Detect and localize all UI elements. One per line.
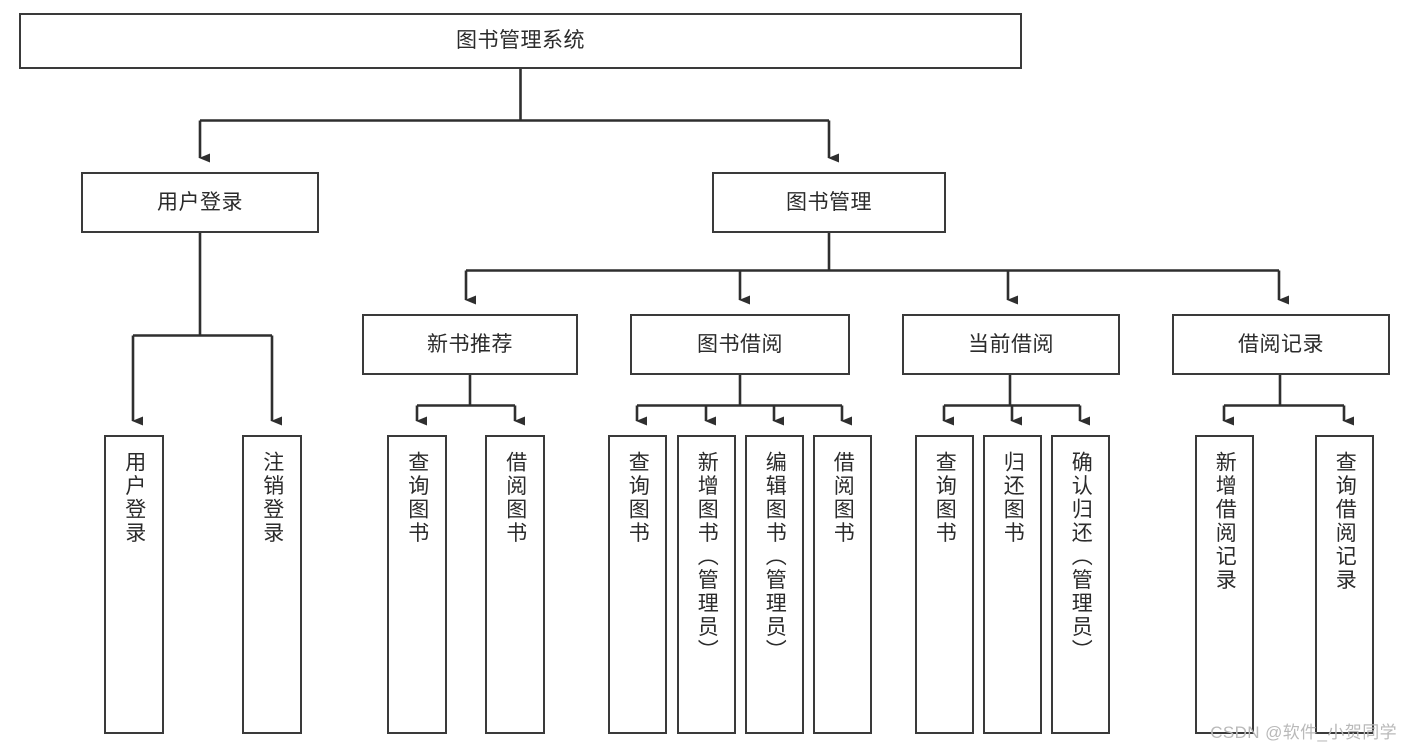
node-leaf-edit-book-label: 编辑图书（管理员） bbox=[763, 451, 787, 663]
node-leaf-return-book[interactable]: 归还图书 bbox=[983, 435, 1042, 734]
node-book-borrow[interactable]: 图书借阅 bbox=[630, 314, 850, 375]
node-leaf-query-book-current[interactable]: 查询图书 bbox=[915, 435, 974, 734]
node-leaf-add-borrow-record-label: 新增借阅记录 bbox=[1213, 451, 1237, 592]
node-user-login-label: 用户登录 bbox=[157, 190, 243, 214]
node-new-book-recommend[interactable]: 新书推荐 bbox=[362, 314, 578, 375]
node-leaf-confirm-return-label: 确认归还（管理员） bbox=[1069, 451, 1093, 663]
node-leaf-query-borrow-record[interactable]: 查询借阅记录 bbox=[1315, 435, 1374, 734]
edge-bookmgmt-to-level2 bbox=[464, 233, 1289, 305]
node-leaf-query-borrow-record-label: 查询借阅记录 bbox=[1333, 451, 1357, 592]
node-leaf-borrow-book-label: 借阅图书 bbox=[831, 451, 855, 545]
node-root-label: 图书管理系统 bbox=[456, 29, 585, 53]
node-current-borrow-label: 当前借阅 bbox=[968, 332, 1054, 356]
edge-borrowrecord-to-leaves bbox=[1222, 375, 1354, 426]
node-leaf-add-borrow-record[interactable]: 新增借阅记录 bbox=[1195, 435, 1254, 734]
edge-root-to-level1 bbox=[198, 69, 839, 163]
node-leaf-query-book-borrow-label: 查询图书 bbox=[626, 451, 650, 545]
node-leaf-query-book-current-label: 查询图书 bbox=[933, 451, 957, 545]
node-leaf-return-book-label: 归还图书 bbox=[1001, 451, 1025, 545]
node-leaf-add-book[interactable]: 新增图书（管理员） bbox=[677, 435, 736, 734]
node-leaf-borrow-book-recommend-label: 借阅图书 bbox=[503, 451, 527, 545]
node-borrow-record-label: 借阅记录 bbox=[1238, 332, 1324, 356]
node-leaf-edit-book[interactable]: 编辑图书（管理员） bbox=[745, 435, 804, 734]
node-book-management-label: 图书管理 bbox=[786, 190, 872, 214]
node-leaf-logout-label: 注销登录 bbox=[260, 451, 284, 545]
node-current-borrow[interactable]: 当前借阅 bbox=[902, 314, 1120, 375]
node-leaf-user-login[interactable]: 用户登录 bbox=[104, 435, 164, 734]
node-borrow-record[interactable]: 借阅记录 bbox=[1172, 314, 1390, 375]
node-book-management[interactable]: 图书管理 bbox=[712, 172, 946, 233]
node-leaf-confirm-return[interactable]: 确认归还（管理员） bbox=[1051, 435, 1110, 734]
node-leaf-add-book-label: 新增图书（管理员） bbox=[695, 451, 719, 663]
node-book-borrow-label: 图书借阅 bbox=[697, 332, 783, 356]
node-leaf-logout[interactable]: 注销登录 bbox=[242, 435, 302, 734]
edge-userlogin-to-leaves bbox=[131, 233, 282, 426]
node-root[interactable]: 图书管理系统 bbox=[19, 13, 1022, 69]
node-user-login[interactable]: 用户登录 bbox=[81, 172, 319, 233]
edge-bookborrow-to-leaves bbox=[635, 375, 852, 426]
edge-newbook-to-leaves bbox=[415, 375, 525, 426]
node-leaf-borrow-book[interactable]: 借阅图书 bbox=[813, 435, 872, 734]
node-leaf-query-book-recommend[interactable]: 查询图书 bbox=[387, 435, 447, 734]
node-leaf-user-login-label: 用户登录 bbox=[122, 451, 146, 545]
node-leaf-borrow-book-recommend[interactable]: 借阅图书 bbox=[485, 435, 545, 734]
node-leaf-query-book-recommend-label: 查询图书 bbox=[405, 451, 429, 545]
edge-currentborrow-to-leaves bbox=[942, 375, 1090, 426]
node-new-book-recommend-label: 新书推荐 bbox=[427, 332, 513, 356]
node-leaf-query-book-borrow[interactable]: 查询图书 bbox=[608, 435, 667, 734]
